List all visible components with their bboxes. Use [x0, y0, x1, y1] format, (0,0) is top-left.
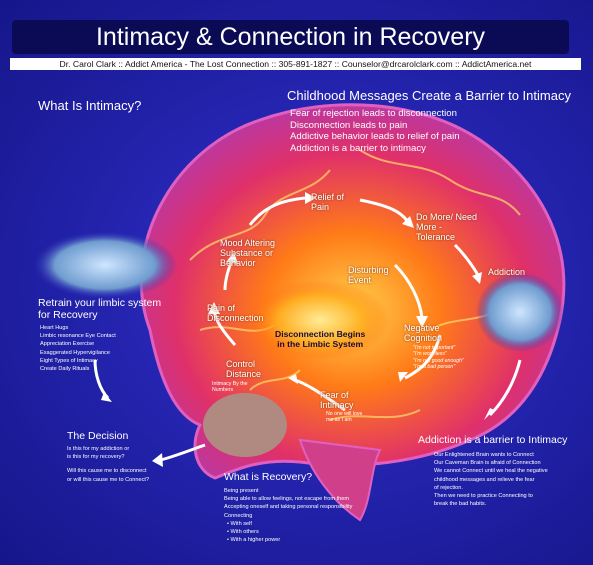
childhood-heading: Childhood Messages Create a Barrier to I…: [287, 88, 571, 103]
recovery-bullet: • With others: [227, 529, 259, 536]
negative-quotes: "I'm not important" "I'm worthless" "I'm…: [413, 345, 464, 371]
recovery-bullet-text: With self: [230, 520, 252, 527]
credits-bar: Dr. Carol Clark :: Addict America - The …: [10, 58, 581, 70]
recovery-line: Connecting: [224, 512, 253, 519]
decision-line: Is this for my addiction or: [67, 446, 130, 452]
barrier-line: of rejection.: [434, 484, 463, 491]
barrier-heading: Addiction is a barrier to Intimacy: [418, 434, 568, 446]
decision-line: is this for my recovery?: [67, 454, 125, 461]
barrier-line: Then we need to practice Connecting to: [434, 493, 533, 500]
barrier-line: We cannot Connect until we heal the nega…: [434, 468, 548, 475]
fear-of-intimacy-sub: No one will love me as I am: [326, 411, 363, 424]
childhood-list: Fear of rejection leads to disconnection…: [290, 108, 460, 154]
barrier-text: Our Enlightened Brain wants to Connect O…: [434, 451, 548, 508]
recovery-line: Accepting oneself and taking personal re…: [224, 504, 353, 511]
childhood-line: Addiction is a barrier to intimacy: [290, 142, 426, 154]
barrier-line: Our Caveman Brain is afraid of Connectio…: [434, 460, 541, 467]
cycle-do-more: Do More/ Need More - Tolerance: [416, 212, 478, 242]
what-is-intimacy-heading: What Is Intimacy?: [38, 98, 142, 113]
decision-heading: The Decision: [67, 430, 129, 442]
barrier-line: Our Enlightened Brain wants to Connect: [434, 452, 534, 458]
negative-quote: "I'm not good enough": [413, 357, 464, 364]
negative-quote: "I'm not important": [413, 345, 456, 351]
page-title: Intimacy & Connection in Recovery: [12, 20, 569, 54]
cycle-disturbing-event: Disturbing Event: [348, 265, 389, 285]
decision-text: Is this for my addiction or is this for …: [67, 445, 149, 484]
recovery-bullet: • With a higher power: [227, 537, 281, 544]
recovery-bullet-text: With a higher power: [230, 537, 281, 544]
recovery-bullet-text: With others: [230, 529, 259, 536]
retrain-item: Appreciation Exercise: [40, 341, 95, 348]
recovery-line: Being present: [224, 488, 259, 494]
decision-line: or will this cause me to Connect?: [67, 476, 150, 483]
limbic-center-label: Disconnection Begins in the Limbic Syste…: [275, 329, 366, 349]
control-distance-sub: Intimacy By the Numbers: [212, 381, 248, 394]
retrain-heading-line2: for Recovery: [38, 309, 98, 321]
cycle-addiction: Addiction: [488, 267, 526, 277]
cycle-fear-of-intimacy: Fear of Intimacy: [320, 390, 354, 410]
childhood-line: Disconnection leads to pain: [290, 119, 408, 131]
retrain-item: Eight Types of Intimacy: [40, 357, 98, 364]
cycle-negative-cognition: Negative Cognition: [404, 323, 443, 343]
childhood-line: Fear of rejection leads to disconnection: [290, 108, 457, 119]
decision-line: Will this cause me to disconnect: [67, 468, 147, 475]
retrain-list: Heart Hugs Limbic resonance Eye Contact …: [40, 324, 116, 373]
cycle-relief-of-pain: Relief of Pain: [311, 192, 345, 212]
retrain-item: Exaggerated Hypervigilance: [40, 349, 110, 356]
recovery-bullet: • With self: [227, 520, 252, 527]
recovery-line: Being able to allow feelings, not escape…: [224, 496, 349, 503]
negative-quote: "I'm a bad person": [413, 364, 456, 371]
negative-quote: "I'm worthless": [413, 351, 447, 358]
retrain-item: Heart Hugs: [40, 325, 69, 331]
recovery-text: Being present Being able to allow feelin…: [224, 487, 352, 544]
retrain-item: Create Daily Rituals: [40, 366, 90, 373]
cycle-mood-altering: Mood Altering Substance or Behavior: [220, 238, 276, 268]
cycle-control-distance: Control Distance: [226, 359, 262, 379]
barrier-line: break the bad habits.: [434, 501, 487, 508]
retrain-heading: Retrain your limbic system for Recovery: [38, 297, 161, 321]
childhood-line: Addictive behavior leads to relief of pa…: [290, 131, 460, 143]
barrier-line: childhood messages and relieve the fear: [434, 476, 535, 483]
recovery-heading: What is Recovery?: [224, 471, 313, 483]
retrain-heading-line1: Retrain your limbic system: [38, 297, 162, 309]
cycle-pain-of-disconnection: Pain of Disconnection: [207, 303, 264, 323]
retrain-item: Limbic resonance Eye Contact: [40, 333, 116, 340]
